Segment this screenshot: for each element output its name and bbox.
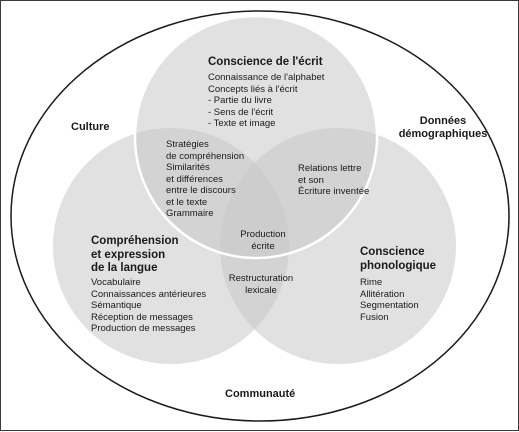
list-item: - Partie du livre [208,95,272,106]
list-item: et différences [166,173,223,185]
context-ellipse [10,10,510,422]
list-item: Stratégies [166,139,209,150]
writing-circle [133,14,379,260]
demographics-label: Données démographiques [385,115,501,141]
list-item: Connaissance de l'alphabet [208,72,325,83]
language-circle-items: Vocabulaire Connaissances antérieures Sé… [91,277,206,335]
community-label: Communauté [225,388,296,400]
overlap-language-phonological: Restructuration lexicale [215,273,307,296]
list-item: Écriture inventée [298,186,370,197]
overlap-center: Production écrite [223,229,303,252]
title-line: de la langue [91,262,158,274]
title-line: Compréhension [91,235,179,247]
overlap-writing-phonological: Relations lettre et son Écriture inventé… [298,163,369,198]
title-line: et expression [91,248,166,261]
list-item: Segmentation [360,300,419,311]
list-item: Fusion [360,311,389,323]
language-circle-title: Compréhension et expression de la langue [91,235,179,276]
list-item: Production de messages [91,323,196,334]
title-line: Conscience [360,246,425,258]
list-item: Grammaire [166,208,214,219]
list-item: Restructuration [228,273,294,284]
list-item: Similarités [166,162,210,173]
phonological-circle-title: Conscience phonologique [360,246,436,273]
phonological-circle-items: Rime Allitération Segmentation Fusion [360,277,419,323]
list-item: de compréhension [166,150,245,162]
list-item: Vocabulaire [91,277,141,288]
culture-label: Culture [71,121,110,133]
list-item: Concepts liés à l'écrit [208,83,298,95]
list-item: écrite [251,240,275,252]
list-item: entre le discours [166,185,236,196]
list-item: Allitération [360,288,405,300]
writing-circle-items: Connaissance de l'alphabet Concepts liés… [208,72,324,130]
demographics-line: démographiques [398,128,488,140]
list-item: Connaissances antérieures [91,288,207,300]
list-item: lexicale [245,284,277,296]
list-item: Réception de messages [91,311,193,323]
list-item: - Texte et image [208,118,276,129]
overlap-writing-language: Stratégies de compréhension Similarités … [166,139,244,220]
title-line: phonologique [360,259,437,272]
writing-circle-title: Conscience de l'écrit [208,56,323,68]
list-item: Sémantique [91,300,142,311]
list-item: Relations lettre [298,163,362,174]
list-item: et le texte [166,196,208,208]
list-item: Rime [360,277,383,288]
demographics-line: Données [419,115,467,127]
list-item: - Sens de l'écrit [208,106,274,118]
list-item: Production [240,229,286,240]
list-item: et son [298,174,324,186]
